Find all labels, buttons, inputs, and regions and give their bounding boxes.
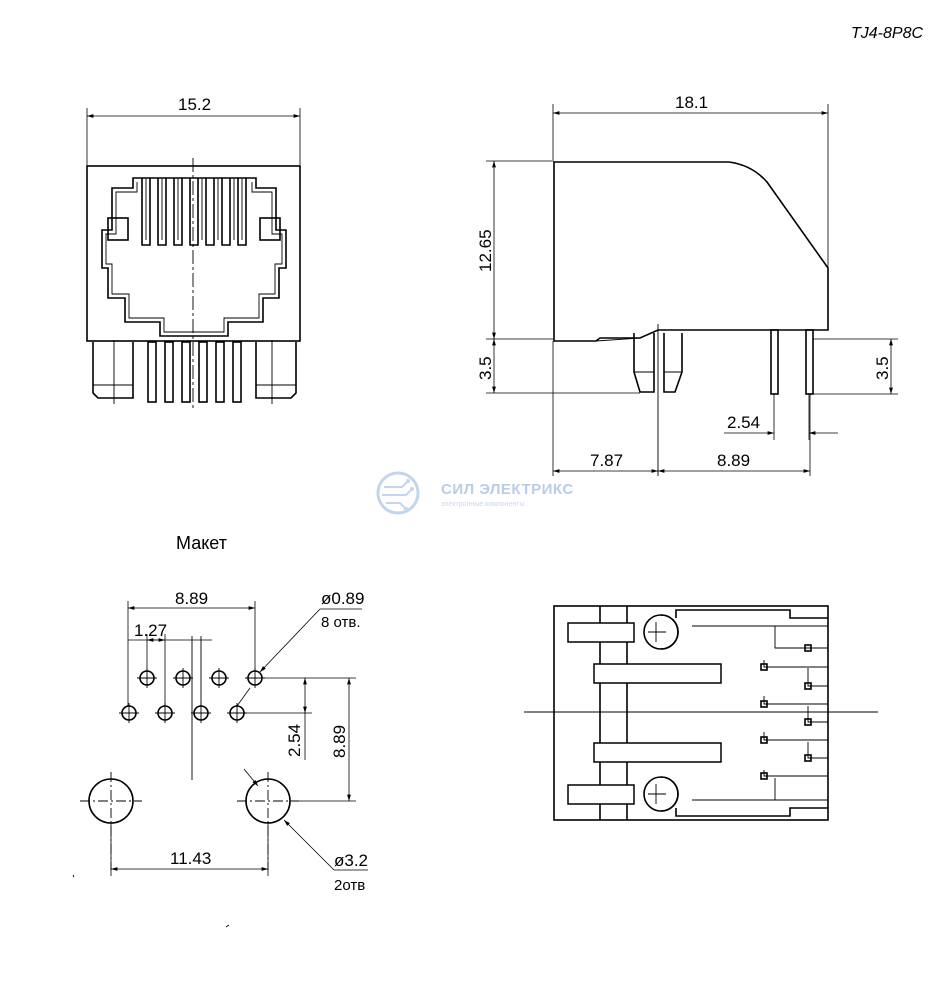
watermark-subtitle: электронные компоненты bbox=[441, 501, 525, 508]
bottom-contacts bbox=[763, 626, 828, 800]
side-length-label: 18.1 bbox=[675, 93, 708, 112]
layout-label: Макет bbox=[176, 533, 227, 553]
front-contacts bbox=[141, 178, 247, 246]
layout-small-holes bbox=[119, 668, 265, 723]
layout-mount-spacing-label: 11.43 bbox=[170, 849, 211, 868]
layout-row-span-label: 8.89 bbox=[175, 589, 208, 608]
watermark-logo-icon bbox=[376, 471, 420, 515]
bottom-view bbox=[524, 605, 878, 821]
side-height-label: 12.65 bbox=[476, 229, 495, 272]
side-pin-height-left: 3.5 bbox=[476, 356, 495, 380]
front-pins bbox=[147, 341, 242, 403]
side-pin-height-right: 3.5 bbox=[873, 356, 892, 380]
watermark-title: СИЛ ЭЛЕКТРИКС bbox=[441, 481, 574, 498]
side-offset-b-label: 8.89 bbox=[717, 451, 750, 470]
side-offset-a-label: 7.87 bbox=[590, 451, 623, 470]
side-view: 18.1 12.65 3.5 3.5 2.54 bbox=[476, 93, 898, 476]
layout-mount-hole-count: 2отв bbox=[334, 877, 365, 894]
side-pin-pitch-label: 2.54 bbox=[727, 413, 760, 432]
layout-pin-pitch-label: 1.27 bbox=[134, 621, 167, 640]
front-view: 15.2 bbox=[86, 95, 301, 408]
part-number: TJ4-8P8C bbox=[851, 25, 923, 42]
layout-mount-hole-dia: ø3.2 bbox=[334, 851, 368, 870]
layout-small-hole-count: 8 отв. bbox=[321, 614, 361, 631]
layout-small-hole-dia: ø0.89 bbox=[321, 589, 364, 608]
layout-view: 8.89 1.27 bbox=[80, 589, 368, 894]
bottom-pin-markers bbox=[760, 644, 812, 780]
front-width-label: 15.2 bbox=[178, 95, 211, 114]
bottom-latch-top-icon bbox=[643, 614, 679, 650]
bottom-latch-bottom-icon bbox=[643, 776, 679, 812]
layout-vertical-span-label: 8.89 bbox=[330, 725, 349, 758]
layout-row-spacing-label: 2.54 bbox=[285, 724, 304, 757]
watermark: СИЛ ЭЛЕКТРИКС электронные компоненты bbox=[376, 471, 574, 515]
